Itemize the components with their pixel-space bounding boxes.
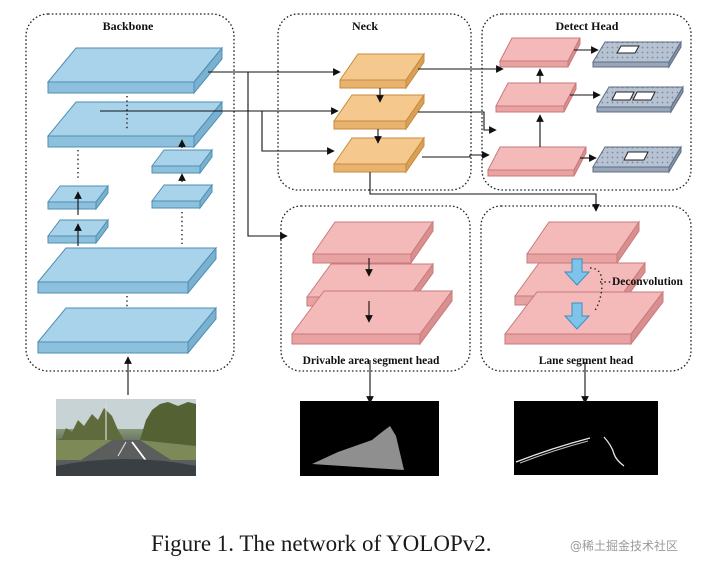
backbone-slab xyxy=(46,100,224,149)
neck-box xyxy=(277,13,472,191)
backbone-slab-small xyxy=(151,148,213,175)
backbone-title: Backbone xyxy=(103,19,154,33)
seg-slab xyxy=(526,220,640,265)
neck-slab xyxy=(333,93,425,131)
detect-slab xyxy=(499,37,581,68)
detect-head-layers xyxy=(487,37,684,177)
deconv-arrow-icon xyxy=(563,302,591,330)
backbone-slab-small xyxy=(151,183,213,210)
watermark: @稀土掘金技术社区 xyxy=(570,538,678,553)
neck-layers xyxy=(333,52,425,174)
detect-slab xyxy=(487,146,587,177)
figure-caption: Figure 1. The network of YOLOPv2. xyxy=(151,531,492,556)
detect-output-grid xyxy=(596,85,684,114)
neck-slab xyxy=(339,52,425,90)
drivable-head-layers xyxy=(291,220,453,346)
backbone-slab xyxy=(46,46,224,95)
lane-head-box xyxy=(480,205,692,372)
deconvolution-label: Deconvolution xyxy=(612,276,684,288)
seg-slab xyxy=(312,220,434,265)
neck-title: Neck xyxy=(352,19,378,33)
backbone-slab xyxy=(36,246,218,295)
lane-output-image xyxy=(514,401,658,475)
detect-output-grid xyxy=(592,145,682,174)
seg-slab xyxy=(291,289,453,346)
neck-slab xyxy=(333,136,425,174)
drivable-head-title: Drivable area segment head xyxy=(303,355,440,367)
backbone-layers xyxy=(36,46,224,355)
detect-output-grid xyxy=(592,40,682,69)
drivable-area-output-image xyxy=(300,401,439,476)
detect-head-box xyxy=(481,13,692,191)
detect-slab xyxy=(495,82,577,113)
seg-slab xyxy=(503,290,665,346)
deconv-arrow-icon xyxy=(563,258,591,286)
lane-head-title: Lane segment head xyxy=(539,355,634,367)
detect-head-title: Detect Head xyxy=(556,19,619,33)
input-road-image xyxy=(56,399,196,476)
backbone-slab xyxy=(36,306,218,355)
drivable-head-box xyxy=(280,205,471,372)
backbone-box xyxy=(25,13,235,372)
